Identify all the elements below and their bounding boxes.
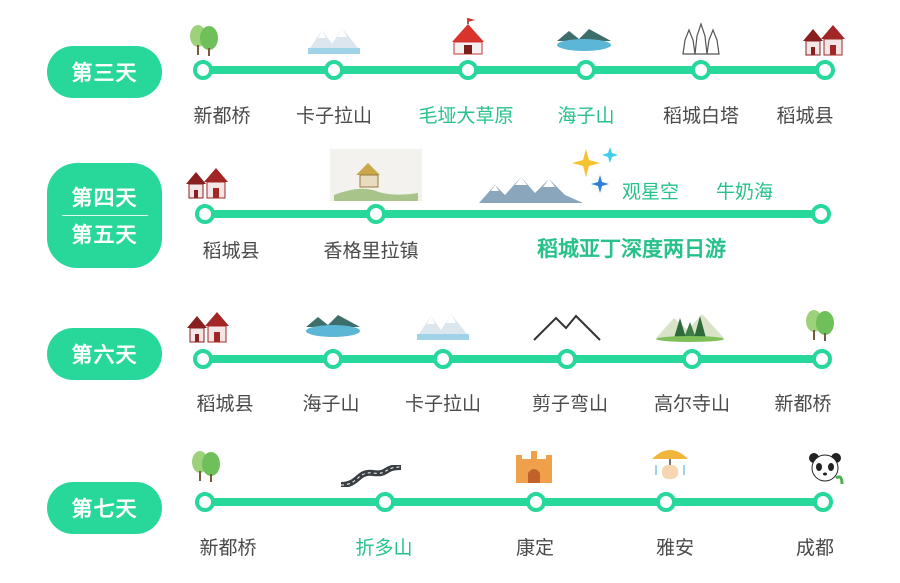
stop-label: 毛垭大草原 [418, 105, 514, 127]
day-label: 第三天 [71, 61, 138, 85]
stop-label: 卡子拉山 [295, 105, 373, 127]
stop-node [458, 60, 478, 80]
stop-node [682, 349, 702, 369]
day-badge-6: 第六天 [47, 328, 162, 380]
stop-node [366, 204, 386, 224]
stop-node [323, 349, 343, 369]
lake-mountain-icon [306, 315, 360, 337]
stop-node [813, 492, 833, 512]
stop-node [691, 60, 711, 80]
stop-node [195, 492, 215, 512]
route-line [196, 66, 830, 74]
extra-label: 观星空 [622, 181, 680, 203]
stop-label: 高尔寺山 [653, 393, 731, 415]
tree-icon [190, 25, 218, 56]
day-label-bottom: 第五天 [71, 223, 138, 247]
stop-label: 雅安 [655, 537, 695, 559]
day-label: 第七天 [71, 497, 138, 521]
umbrella-icon [652, 450, 688, 479]
stop-node [656, 492, 676, 512]
lake-mountain-icon [557, 29, 611, 51]
day-badge-7: 第七天 [47, 482, 162, 534]
panda-icon [809, 453, 844, 485]
forest-mountain-icon [656, 314, 724, 342]
town-icon [187, 312, 229, 343]
stop-node [526, 492, 546, 512]
snow-mountain-lake-icon [308, 28, 360, 54]
day-badge-3: 第三天 [47, 46, 162, 98]
tree-icon [192, 451, 220, 482]
route-line [198, 498, 830, 506]
stop-label: 稻城县 [776, 105, 834, 127]
stop-node [811, 204, 831, 224]
white-pagoda-icon [682, 22, 720, 55]
day-label-top: 第四天 [71, 186, 138, 210]
stop-node [815, 60, 835, 80]
tour-name: 稻城亚丁深度两日游 [537, 237, 726, 261]
stop-node [812, 349, 832, 369]
stop-label: 新都桥 [193, 105, 251, 127]
stop-label: 剪子弯山 [531, 393, 609, 415]
stop-label: 卡子拉山 [404, 393, 482, 415]
tent-icon [452, 18, 484, 55]
stop-node [193, 349, 213, 369]
stop-node [193, 60, 213, 80]
stop-node [433, 349, 453, 369]
route-line [198, 210, 828, 218]
stop-node [557, 349, 577, 369]
stop-label: 成都 [795, 537, 835, 559]
stop-label: 海子山 [557, 105, 615, 127]
day-label: 第六天 [71, 343, 138, 367]
stop-node [324, 60, 344, 80]
badge-divider [61, 215, 148, 216]
stop-node [576, 60, 596, 80]
peak-outline-icon [533, 314, 601, 341]
star-icon [572, 147, 618, 193]
route-line [196, 355, 830, 363]
stop-label: 康定 [515, 537, 555, 559]
extra-label: 牛奶海 [716, 181, 774, 203]
town-icon [803, 25, 845, 56]
stop-label: 香格里拉镇 [323, 240, 419, 262]
stop-label: 新都桥 [774, 393, 832, 415]
stop-label: 海子山 [302, 393, 360, 415]
stop-node [195, 204, 215, 224]
stop-label: 折多山 [355, 537, 413, 559]
winding-road-icon [340, 465, 402, 487]
day-badge-4-5: 第四天 第五天 [47, 163, 162, 268]
stop-node [375, 492, 395, 512]
town-icon [186, 168, 228, 199]
tree-icon [806, 310, 834, 341]
village-icon [330, 149, 422, 201]
stop-label: 新都桥 [199, 537, 257, 559]
stop-label: 稻城县 [202, 240, 260, 262]
castle-icon [516, 451, 552, 483]
snow-mountain-lake-icon [417, 314, 469, 340]
stop-label: 稻城县 [196, 393, 254, 415]
stop-label: 稻城白塔 [662, 105, 740, 127]
snow-mountain-range-icon [479, 177, 583, 203]
